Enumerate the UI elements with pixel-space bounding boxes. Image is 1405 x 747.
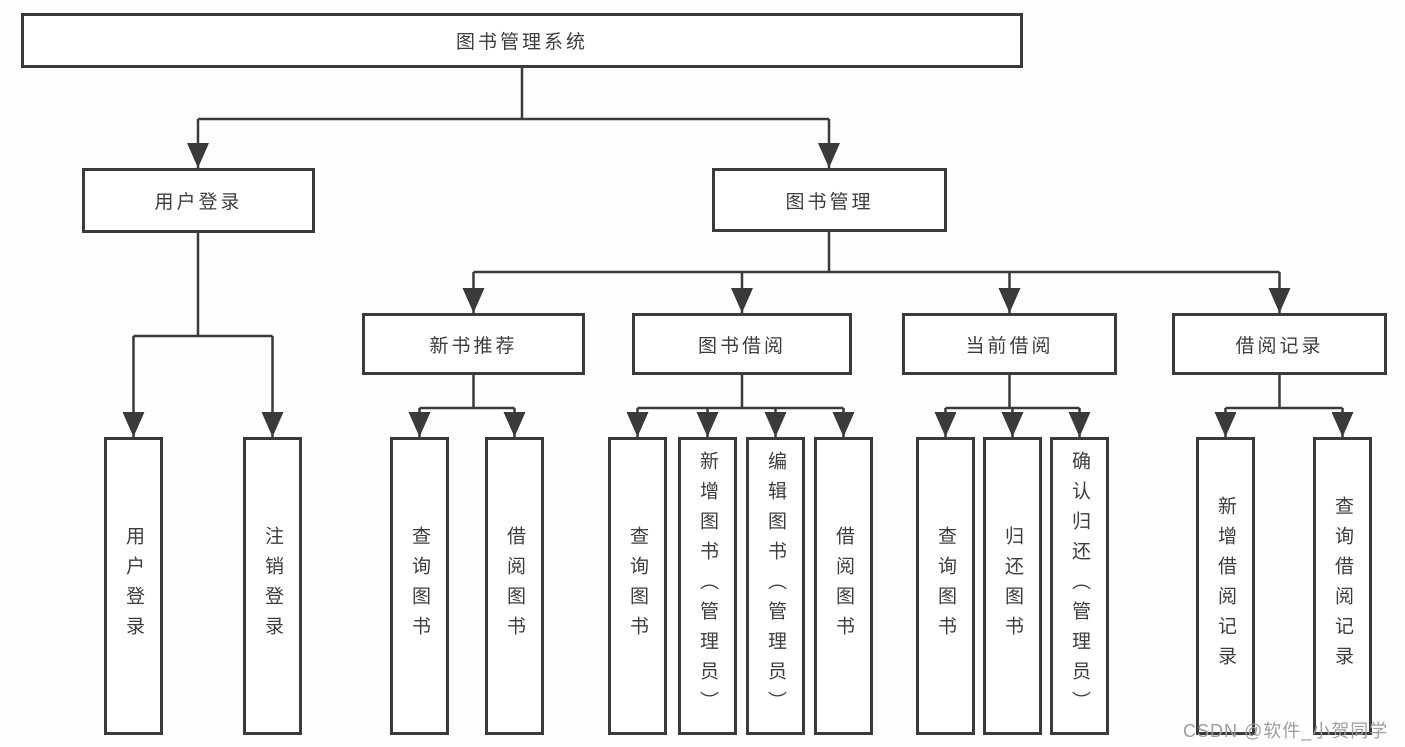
node-book-management-label: 图书管理: [785, 191, 874, 213]
node-new-book-recommend: 新书推荐: [362, 313, 585, 375]
leaf-confirm-return-admin: 确认归还（管理员）: [1050, 437, 1109, 735]
connector-trunks: [133, 68, 1343, 410]
node-root: 图书管理系统: [21, 13, 1023, 68]
leaf-logout-login: 注销登录: [243, 437, 302, 735]
leaf-query-books-current-label: 查询图书: [935, 526, 956, 646]
leaf-confirm-return-admin-label: 确认归还（管理员）: [1069, 451, 1090, 721]
node-borrow-records-label: 借阅记录: [1235, 335, 1324, 357]
node-current-borrowing: 当前借阅: [902, 313, 1117, 375]
leaf-add-borrow-record-label: 新增借阅记录: [1215, 496, 1236, 676]
leaf-return-books-label: 归还图书: [1002, 526, 1023, 646]
leaf-query-books-recommend-label: 查询图书: [409, 526, 430, 646]
connector-arrows: [122, 119, 1354, 437]
leaf-query-books-borrowing-label: 查询图书: [627, 526, 648, 646]
csdn-watermark: CSDN @软件_小贺同学: [1183, 721, 1389, 741]
node-new-book-recommend-label: 新书推荐: [429, 335, 518, 357]
leaf-add-borrow-record: 新增借阅记录: [1196, 437, 1255, 735]
node-book-borrowing: 图书借阅: [632, 313, 852, 375]
node-borrow-records: 借阅记录: [1172, 313, 1387, 375]
leaf-query-borrow-record: 查询借阅记录: [1313, 437, 1372, 735]
leaf-query-books-recommend: 查询图书: [390, 437, 449, 735]
node-user-login: 用户登录: [82, 168, 315, 233]
leaf-user-login: 用户登录: [104, 437, 163, 735]
node-root-label: 图书管理系统: [455, 32, 588, 53]
leaf-borrow-books-recommend: 借阅图书: [485, 437, 544, 735]
leaf-logout-login-label: 注销登录: [262, 526, 283, 646]
leaf-query-books-current: 查询图书: [916, 437, 975, 735]
leaf-query-borrow-record-label: 查询借阅记录: [1332, 496, 1353, 676]
leaf-user-login-label: 用户登录: [123, 526, 144, 646]
node-book-management: 图书管理: [712, 168, 947, 232]
leaf-edit-books-admin: 编辑图书（管理员）: [746, 437, 805, 735]
leaf-edit-books-admin-label: 编辑图书（管理员）: [765, 451, 786, 721]
leaf-borrow-books-recommend-label: 借阅图书: [504, 526, 525, 646]
node-user-login-label: 用户登录: [154, 192, 243, 213]
leaf-query-books-borrowing: 查询图书: [608, 437, 667, 735]
leaf-borrow-books-borrowing-label: 借阅图书: [833, 526, 854, 646]
leaf-add-books-admin-label: 新增图书（管理员）: [697, 451, 718, 721]
node-current-borrowing-label: 当前借阅: [965, 335, 1054, 357]
leaf-add-books-admin: 新增图书（管理员）: [678, 437, 737, 735]
node-book-borrowing-label: 图书借阅: [697, 335, 786, 357]
leaf-return-books: 归还图书: [983, 437, 1042, 735]
leaf-borrow-books-borrowing: 借阅图书: [814, 437, 873, 735]
